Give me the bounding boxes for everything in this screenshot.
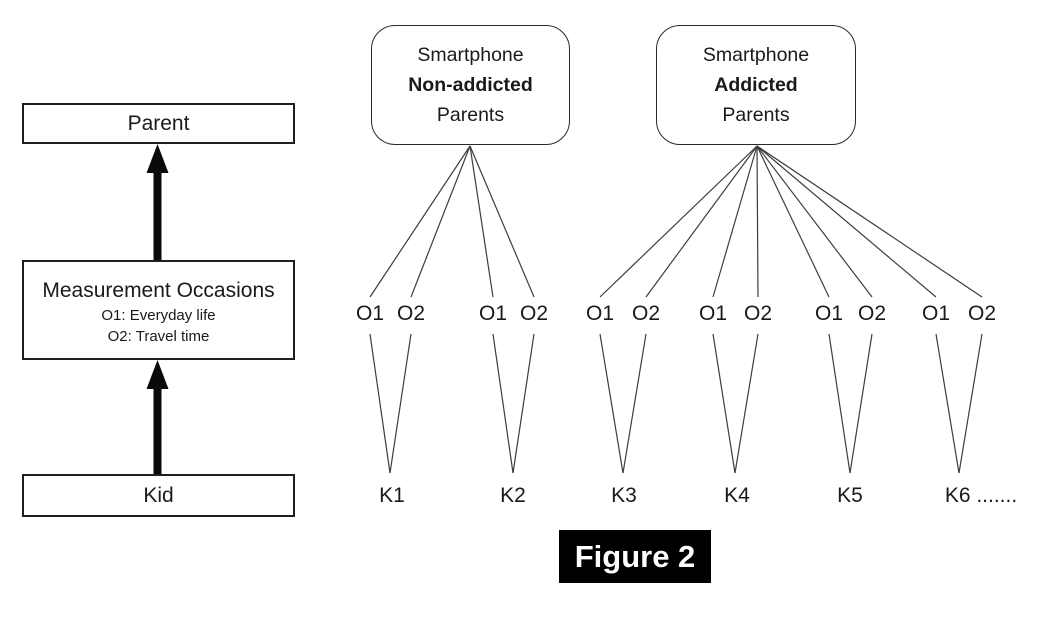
connector-line	[512, 333, 535, 474]
connector-line	[369, 145, 471, 298]
connector-line	[712, 333, 736, 474]
group-line-2: Non-addicted	[408, 74, 533, 96]
occasion-label: O2	[396, 302, 426, 325]
kid-box-label: Kid	[143, 483, 174, 507]
occasion-label: O1	[355, 302, 385, 325]
figure-caption: Figure 2	[559, 530, 711, 583]
group-line-3: Parents	[722, 104, 790, 126]
occasion-label: O1	[585, 302, 615, 325]
kid-label: K3	[611, 484, 637, 507]
connector-line	[756, 145, 937, 298]
measurement-occasions-title: Measurement Occasions	[42, 279, 275, 302]
kid-label: K4	[724, 484, 750, 507]
parent-box: Parent	[22, 103, 295, 144]
connector-line	[734, 333, 759, 474]
occasion-label: O2	[967, 302, 997, 325]
occasion-label: O1	[814, 302, 844, 325]
connector-line	[469, 145, 494, 298]
connector-line	[469, 145, 535, 298]
connector-line	[756, 145, 759, 298]
measurement-occasion-2: O2: Travel time	[107, 328, 210, 345]
connector-line	[712, 145, 758, 298]
connector-line	[756, 145, 830, 298]
kid-label: K2	[500, 484, 526, 507]
kid-label: K6 .......	[944, 484, 1018, 507]
connector-line	[645, 145, 758, 298]
smartphone-non-addicted-parents-box: Smartphone Non-addicted Parents	[371, 25, 570, 145]
connector-line	[935, 333, 960, 474]
group-line-2: Addicted	[714, 74, 798, 96]
parent-box-label: Parent	[127, 111, 190, 135]
connector-line	[756, 145, 873, 298]
measurement-occasions-box: Measurement Occasions O1: Everyday life …	[22, 260, 295, 360]
group-line-1: Smartphone	[702, 44, 810, 66]
connector-line	[756, 145, 983, 298]
measurement-occasion-1: O1: Everyday life	[101, 307, 216, 324]
group-line-1: Smartphone	[417, 44, 524, 66]
occasion-label: O1	[921, 302, 951, 325]
occasion-label: O2	[519, 302, 549, 325]
connector-line	[389, 333, 412, 474]
connector-line	[828, 333, 851, 474]
occasion-label: O2	[857, 302, 887, 325]
connector-line	[599, 145, 758, 298]
figure-caption-text: Figure 2	[574, 538, 696, 574]
connector-line	[492, 333, 514, 474]
up-arrow-kid-to-measurement	[146, 360, 169, 474]
connector-line	[849, 333, 873, 474]
kid-label: K1	[379, 484, 405, 507]
smartphone-addicted-parents-box: Smartphone Addicted Parents	[656, 25, 856, 145]
kid-box: Kid	[22, 474, 295, 517]
group-line-3: Parents	[436, 104, 505, 126]
up-arrow-measurement-to-parent	[146, 144, 169, 260]
occasion-label: O2	[743, 302, 773, 325]
connector-line	[599, 333, 624, 474]
kid-label: K5	[837, 484, 863, 507]
occasion-label: O2	[631, 302, 661, 325]
connector-line	[410, 145, 471, 298]
connector-line	[622, 333, 647, 474]
occasion-label: O1	[478, 302, 508, 325]
connector-line	[958, 333, 983, 474]
connector-line	[369, 333, 391, 474]
occasion-label: O1	[698, 302, 728, 325]
